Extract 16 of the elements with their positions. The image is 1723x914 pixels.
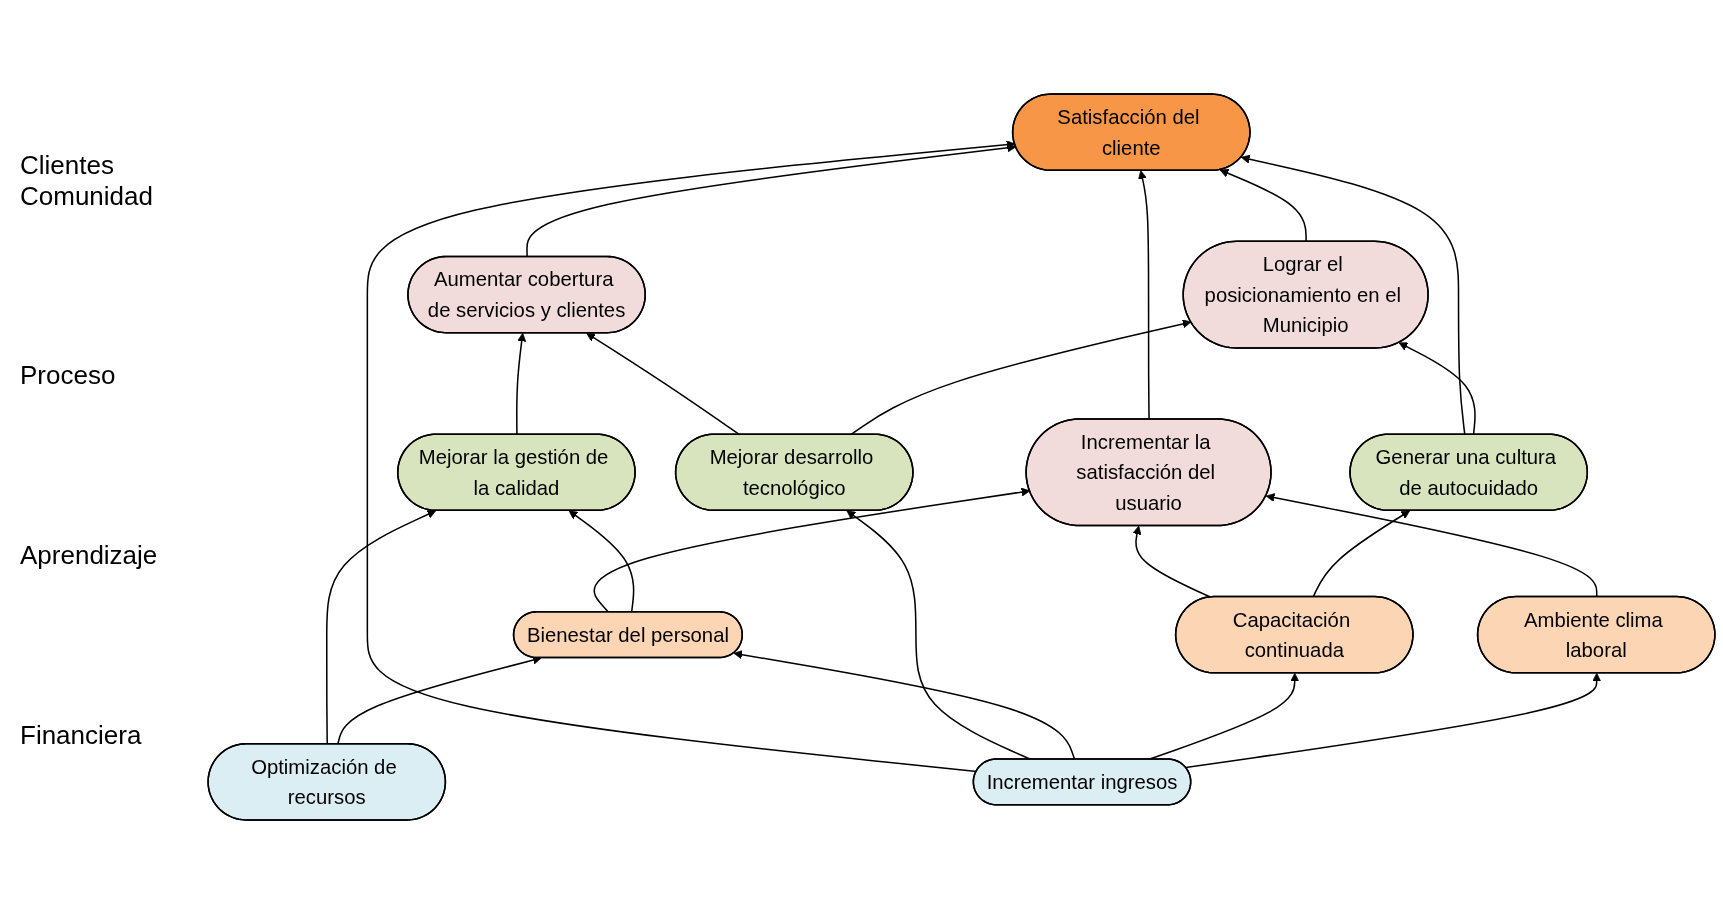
arrow xyxy=(1132,525,1212,598)
perspective-label: Proceso xyxy=(20,360,117,391)
perspective-label: Aprendizaje xyxy=(20,540,159,571)
arrow xyxy=(850,319,1192,436)
perspective-label: Financiera xyxy=(20,720,143,751)
arrow xyxy=(366,140,1016,773)
arrow xyxy=(1312,510,1411,598)
arrow xyxy=(1219,168,1307,243)
arrow xyxy=(1398,342,1476,436)
perspective-label: Clientes Comunidad xyxy=(20,150,154,212)
arrow xyxy=(1240,154,1466,436)
arrow xyxy=(1265,493,1598,598)
arrow xyxy=(526,143,1017,258)
arrow xyxy=(586,332,741,436)
arrow xyxy=(1185,672,1602,769)
arrow xyxy=(516,332,527,436)
